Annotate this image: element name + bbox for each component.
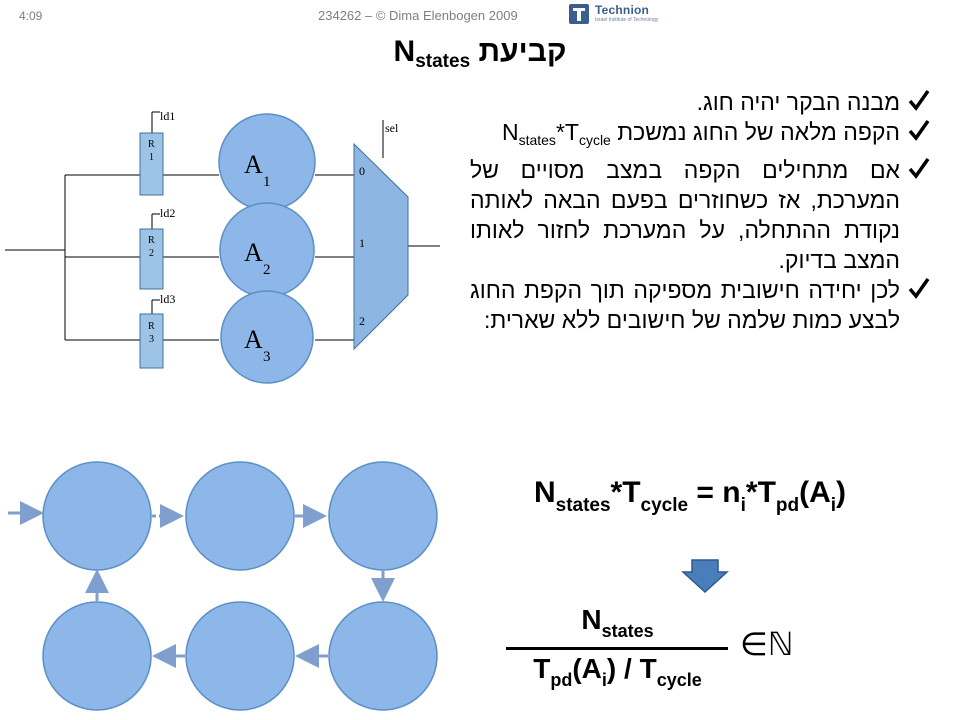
slide-number: 4:09 bbox=[19, 9, 43, 23]
frac-open: (A bbox=[572, 653, 602, 684]
eq-i2: i bbox=[830, 495, 837, 516]
register-r3-block bbox=[139, 313, 164, 369]
ring-node bbox=[328, 601, 438, 711]
bullet-item: הקפה מלאה של החוג נמשכת Nstates*Tcycle bbox=[470, 117, 930, 155]
bullet-item: לכן יחידה חישובית מספיקה תוך הקפת החוג ל… bbox=[470, 275, 930, 335]
unit-a1-letter: A bbox=[244, 150, 263, 179]
multiplexer bbox=[353, 142, 409, 351]
fraction-numerator: Nstates bbox=[505, 604, 730, 642]
ring-node bbox=[328, 461, 438, 571]
formula-states: states bbox=[518, 132, 556, 148]
select-signal: sel bbox=[385, 121, 399, 135]
technion-emblem-icon bbox=[569, 4, 589, 24]
mux-input-0: 0 bbox=[359, 164, 365, 178]
title-n: N bbox=[393, 35, 416, 68]
load-signal-ld2: ld2 bbox=[160, 206, 175, 220]
frac-cycle: cycle bbox=[656, 670, 702, 690]
unit-a3-index: 3 bbox=[263, 349, 271, 365]
mux-input-2: 2 bbox=[359, 314, 365, 328]
ring-node bbox=[42, 601, 152, 711]
checkmark-icon bbox=[908, 277, 930, 299]
frac-n: N bbox=[581, 604, 602, 635]
register-r1-block bbox=[139, 132, 164, 196]
register-r2-block bbox=[139, 228, 164, 290]
bullet-formula: Nstates*Tcycle bbox=[502, 117, 611, 155]
fraction-bar bbox=[506, 647, 728, 650]
ring-node bbox=[185, 461, 295, 571]
ring-node bbox=[185, 601, 295, 711]
eq-mul2: *T bbox=[745, 476, 776, 509]
fraction-denominator: Tpd(Ai) / Tcycle bbox=[490, 653, 745, 691]
register-r3-index: 3 bbox=[149, 334, 154, 345]
bullet-text: הקפה מלאה של החוג נמשכת bbox=[617, 119, 900, 145]
formula-tcycle: *T bbox=[555, 119, 579, 145]
checkmark-icon bbox=[908, 89, 930, 111]
formula-n: N bbox=[501, 119, 519, 145]
eq-mul: *T bbox=[610, 476, 641, 509]
checkmark-icon bbox=[908, 119, 930, 141]
register-r3-letter: R bbox=[148, 321, 155, 332]
eq-i: i bbox=[740, 495, 746, 516]
down-arrow-icon bbox=[681, 559, 729, 594]
eq-states: states bbox=[555, 495, 611, 516]
unit-a3-letter: A bbox=[244, 325, 263, 354]
unit-a2-circle bbox=[219, 202, 315, 298]
unit-a2-index: 2 bbox=[263, 262, 271, 278]
load-signal-ld1: ld1 bbox=[160, 109, 175, 123]
bullet-text: לכן יחידה חישובית מספיקה תוך הקפת החוג ל… bbox=[470, 277, 900, 333]
frac-t: T bbox=[533, 653, 551, 684]
element-of-naturals: ∈ℕ bbox=[740, 626, 794, 662]
ring-node bbox=[42, 461, 152, 571]
unit-a1-circle bbox=[218, 113, 316, 211]
formula-cycle: cycle bbox=[578, 132, 611, 148]
frac-i: i bbox=[601, 670, 607, 690]
circuit-diagram: R 1 R 2 R 3 ld1 ld2 ld3 sel A 1 A 2 A 3 … bbox=[5, 109, 440, 384]
technion-logo: Technion Israel Institute of Technology bbox=[566, 1, 696, 27]
eq-cycle: cycle bbox=[640, 495, 689, 516]
frac-pd: pd bbox=[550, 670, 573, 690]
bullet-item: מבנה הבקר יהיה חוג. bbox=[470, 87, 930, 117]
logo-subtitle: Israel Institute of Technology bbox=[595, 17, 659, 23]
checkmark-icon bbox=[908, 157, 930, 179]
eq-equals: = n bbox=[688, 476, 741, 509]
logo-wordmark: Technion bbox=[595, 3, 650, 17]
register-r1-index: 1 bbox=[149, 152, 154, 163]
register-r2-letter: R bbox=[148, 235, 155, 246]
load-signal-ld3: ld3 bbox=[160, 292, 175, 306]
unit-a3-circle bbox=[220, 290, 314, 384]
title-hebrew: קביעת bbox=[478, 35, 567, 68]
register-r2-index: 2 bbox=[149, 248, 154, 259]
unit-a1-index: 1 bbox=[263, 174, 271, 190]
copyright-notice: 234262 – © Dima Elenbogen 2009 bbox=[318, 8, 518, 23]
unit-a2-letter: A bbox=[244, 238, 263, 267]
eq-open: (A bbox=[799, 476, 831, 509]
bullet-text: אם מתחילים הקפה במצב מסויים של המערכת, א… bbox=[470, 157, 900, 273]
bullet-list: מבנה הבקר יהיה חוג. הקפה מלאה של החוג נמ… bbox=[470, 87, 930, 335]
bullet-text: מבנה הבקר יהיה חוג. bbox=[696, 89, 900, 115]
frac-close: ) / T bbox=[606, 653, 657, 684]
register-r1-letter: R bbox=[148, 139, 155, 150]
bullet-item: אם מתחילים הקפה במצב מסויים של המערכת, א… bbox=[470, 155, 930, 275]
mux-input-1: 1 bbox=[359, 236, 365, 250]
frac-states: states bbox=[601, 621, 654, 641]
eq-pd: pd bbox=[775, 495, 800, 516]
title-states: states bbox=[415, 51, 471, 72]
eq-n: N bbox=[533, 476, 556, 509]
main-equation: Nstates*Tcycle = ni*Tpd(Ai) bbox=[445, 476, 935, 517]
eq-close: ) bbox=[836, 476, 847, 509]
ring-diagram bbox=[8, 461, 438, 711]
page-title: Nstates קביעת bbox=[0, 33, 960, 81]
